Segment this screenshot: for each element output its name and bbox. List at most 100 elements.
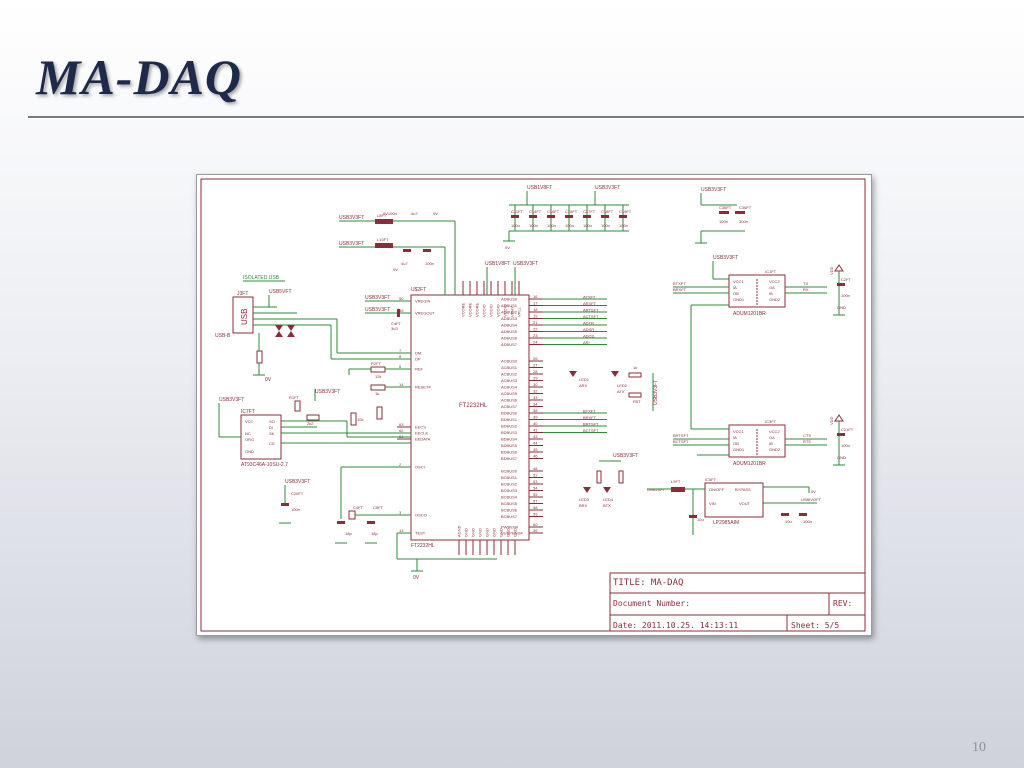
- left-pin-label: VREGIN: [415, 299, 430, 304]
- svg-text:L9FT: L9FT: [671, 479, 681, 484]
- gnd-pin-label: AGND: [457, 525, 462, 537]
- right-pin-number: 44: [533, 441, 538, 446]
- svg-text:USB3V3FT: USB3V3FT: [653, 380, 659, 405]
- svg-text:IC1FT: IC1FT: [765, 269, 777, 274]
- right-pin-label: ACBUS3: [501, 378, 518, 383]
- right-pin-number: 30: [533, 382, 538, 387]
- right-pin-label: ADBUS0: [501, 297, 518, 302]
- power-pin-label: VCCIO: [489, 304, 494, 317]
- svg-text:C2FT: C2FT: [841, 277, 852, 282]
- capacitor-label: C19FT: [619, 209, 632, 214]
- right-pin-label: ADBUS2: [501, 310, 518, 315]
- isolator-a-part: ADUM1201BR: [733, 311, 766, 317]
- svg-text:18p: 18p: [345, 531, 352, 536]
- right-pin-label: PWREN#: [501, 525, 519, 530]
- svg-text:R5T: R5T: [633, 399, 641, 404]
- title-block-docnum: Document Number:: [613, 599, 690, 608]
- svg-text:USB1V8FT: USB1V8FT: [485, 261, 510, 267]
- svg-text:C4FT: C4FT: [353, 505, 364, 510]
- right-pin-number: 23: [533, 333, 538, 338]
- bus-net-label: ACTSFT: [583, 314, 599, 319]
- svg-text:USB5VFT: USB5VFT: [269, 289, 292, 295]
- reset-resistors: R2FT 12k 1k: [348, 361, 411, 396]
- bus-net-label: BRTSFT: [583, 422, 599, 427]
- usb-ref: J3FT: [237, 291, 248, 297]
- right-pin-number: 57: [533, 499, 538, 504]
- left-pin-label: EECLK: [415, 431, 428, 436]
- svg-text:OA: OA: [769, 435, 775, 440]
- svg-text:VCC2: VCC2: [769, 429, 780, 434]
- right-pin-number: 26: [533, 356, 538, 361]
- svg-text:ON/OFF: ON/OFF: [709, 487, 725, 492]
- right-pin-label: BDBUS4: [501, 437, 518, 442]
- svg-text:USB1V8FT: USB1V8FT: [527, 185, 552, 191]
- left-pin-label: TEST: [415, 531, 426, 536]
- svg-text:100n: 100n: [425, 261, 434, 266]
- page-number: 10: [972, 740, 986, 755]
- svg-text:USB3V3FT: USB3V3FT: [365, 295, 390, 301]
- right-pin-label: BCBUS2: [501, 482, 518, 487]
- left-pin-number: 49: [399, 308, 404, 313]
- right-pin-number: 54: [533, 486, 538, 491]
- power-pin-label: VPHY: [510, 306, 515, 317]
- svg-text:DI: DI: [269, 425, 273, 430]
- svg-text:NC: NC: [245, 431, 251, 436]
- right-pin-number: 38: [533, 408, 538, 413]
- svg-text:10u: 10u: [785, 519, 792, 524]
- main-ic-label-bottom: FT2232HL: [411, 543, 435, 549]
- svg-text:IC3FT: IC3FT: [765, 419, 777, 424]
- svg-text:R1FT: R1FT: [289, 395, 300, 400]
- svg-text:C5FT: C5FT: [373, 505, 384, 510]
- right-pin-number: 55: [533, 492, 538, 497]
- right-pin-label: ACBUS5: [501, 391, 518, 396]
- capacitor-value: 100n: [619, 223, 628, 228]
- svg-text:USB3V3FT: USB3V3FT: [713, 255, 738, 261]
- right-pin-label: BCBUS5: [501, 501, 518, 506]
- capacitor-label: C14FT: [529, 209, 542, 214]
- right-pin-number: 58: [533, 505, 538, 510]
- svg-text:VCC1: VCC1: [733, 429, 744, 434]
- svg-text:BTXFT: BTXFT: [673, 281, 686, 286]
- svg-text:ATX: ATX: [617, 389, 625, 394]
- svg-text:USB3V3FT: USB3V3FT: [339, 241, 364, 247]
- left-pin-label: RESET#: [415, 385, 431, 390]
- gnd-pin-label: GND: [513, 528, 518, 537]
- voltage-regulator: IC5FT ON/OFF BYPASS VIN VOUT LP2985AIM U…: [647, 477, 822, 535]
- decoupling-caps-top: USB1V8FT USB3V3FT C11FT100nC14FT100nC16F…: [485, 185, 632, 295]
- right-pin-label: BDBUS1: [501, 417, 518, 422]
- main-ic-label: FT2232HL: [459, 403, 488, 409]
- right-pin-label: ADBUS6: [501, 336, 518, 341]
- bus-net-label: ARI: [583, 340, 590, 345]
- regulator-ref: IC5FT: [705, 477, 717, 482]
- right-pin-number: 24: [533, 340, 538, 345]
- right-pin-number: 48: [533, 466, 538, 471]
- right-pin-label: BCBUS6: [501, 508, 518, 513]
- svg-text:100n: 100n: [841, 443, 850, 448]
- left-pin-label: DM: [415, 351, 421, 356]
- right-pin-number: 18: [533, 307, 538, 312]
- svg-text:GND2: GND2: [769, 297, 781, 302]
- right-pin-number: 43: [533, 434, 538, 439]
- capacitor-body: [547, 215, 555, 218]
- right-pin-number: 19: [533, 314, 538, 319]
- right-pin-label: ADBUS5: [501, 329, 518, 334]
- svg-text:BRXFT: BRXFT: [673, 287, 687, 292]
- right-pin-label: ACBUS4: [501, 385, 518, 390]
- svg-text:GND1: GND1: [733, 447, 745, 452]
- svg-text:100n: 100n: [803, 519, 812, 524]
- cap-c36: USB3V3FT C36FT C36FT 100n 100n: [695, 187, 752, 244]
- svg-text:4u7: 4u7: [411, 211, 418, 216]
- right-pin-label: BCBUS4: [501, 495, 518, 500]
- capacitor-value: 100n: [565, 223, 574, 228]
- svg-text:BRX: BRX: [579, 503, 588, 508]
- capacitor-body: [583, 215, 591, 218]
- right-pin-label: ACBUS0: [501, 359, 518, 364]
- gnd-pin-label: GND: [464, 528, 469, 537]
- capacitor-label: C11FT: [511, 209, 523, 214]
- regulator-part: LP2985AIM: [713, 520, 739, 526]
- svg-text:R2FT: R2FT: [371, 361, 382, 366]
- svg-text:ORG: ORG: [245, 437, 254, 442]
- left-pin-number: 3: [399, 510, 402, 515]
- bus-net-label: ADCD: [583, 334, 594, 339]
- gnd-pin-label: GND: [485, 528, 490, 537]
